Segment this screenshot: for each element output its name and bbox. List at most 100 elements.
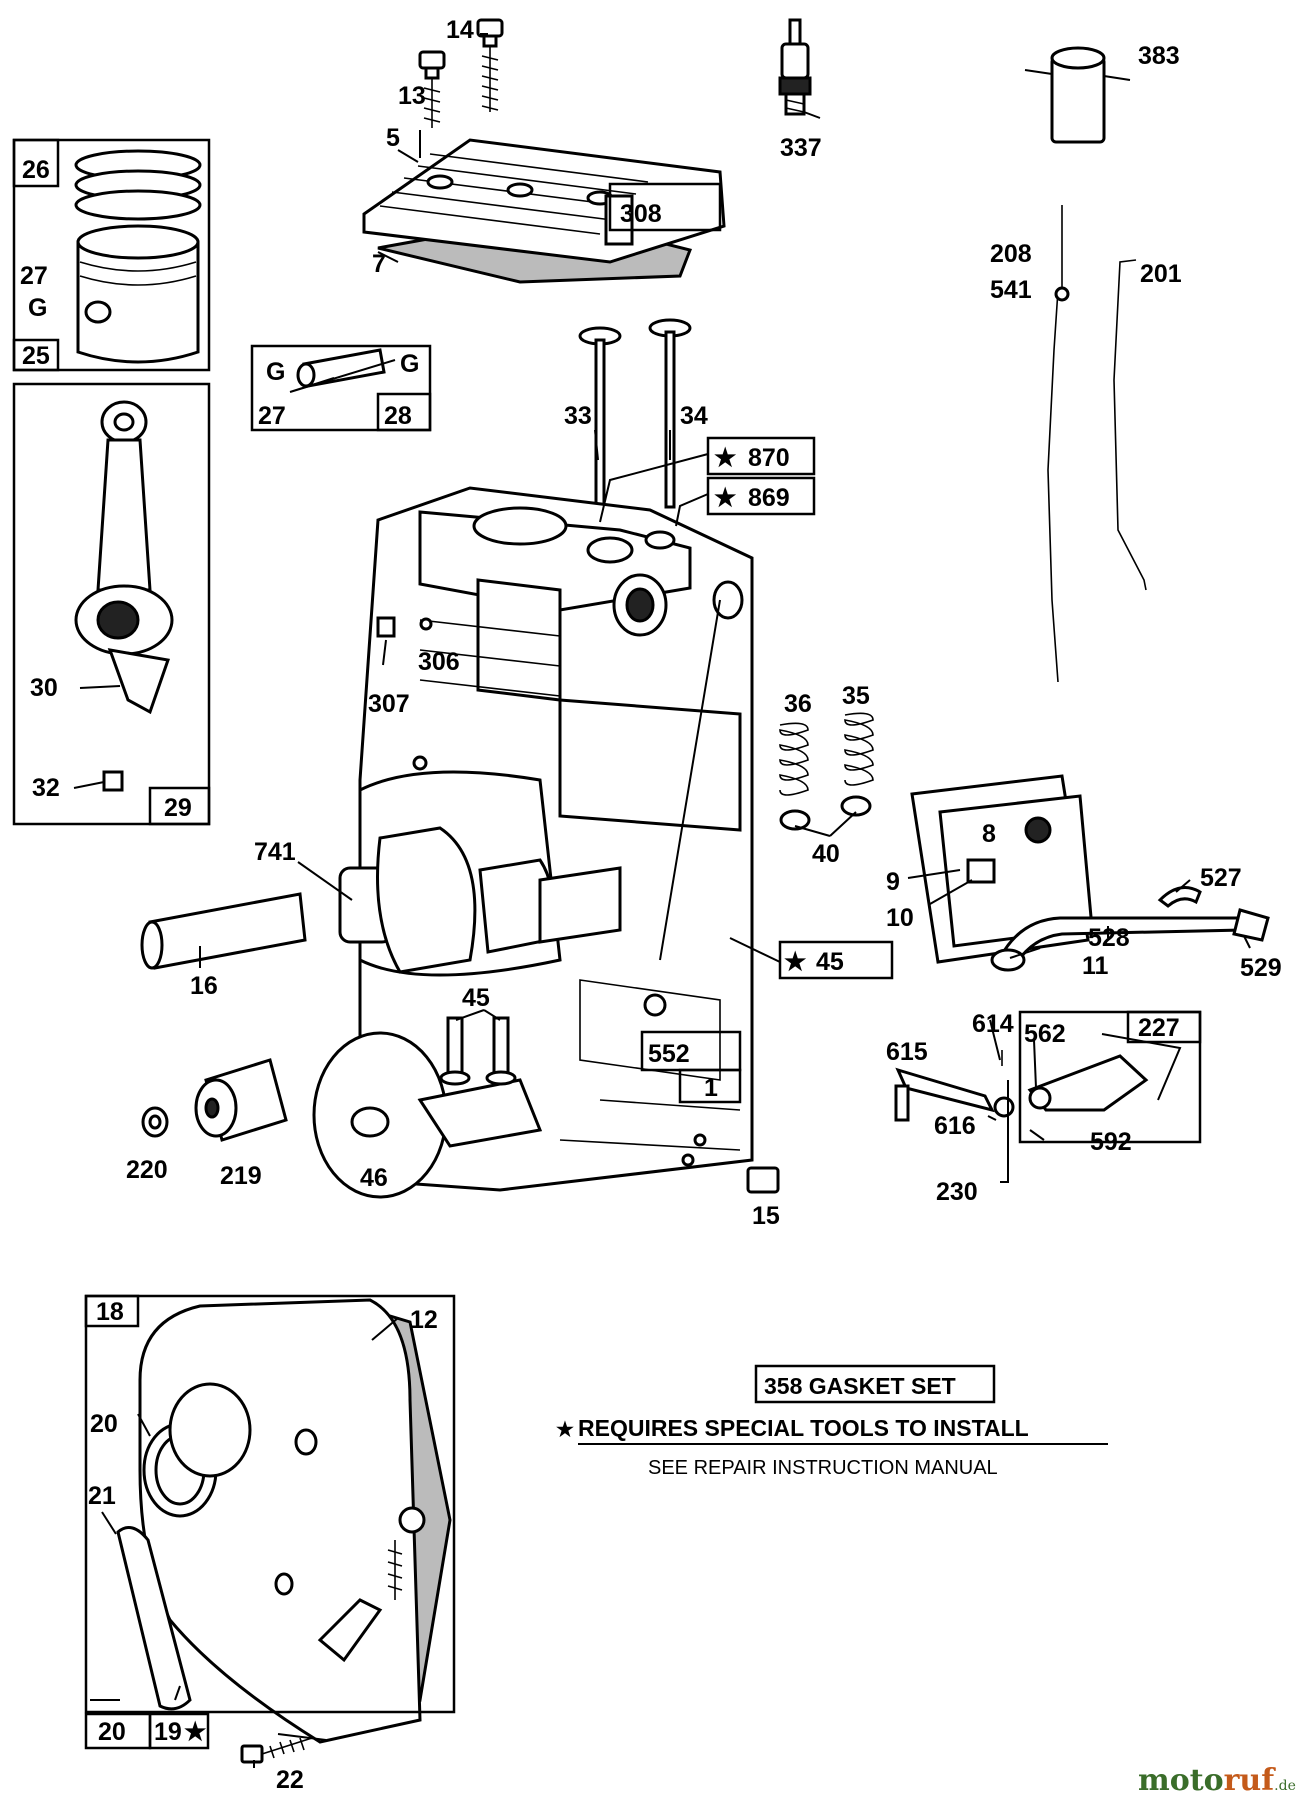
callout-11: 11	[1082, 952, 1109, 980]
special-tools-star: ★	[556, 1419, 574, 1441]
callout-18: 18	[96, 1298, 124, 1326]
special-tools-note: REQUIRES SPECIAL TOOLS TO INSTALL	[578, 1415, 1029, 1441]
valves-drawing	[578, 318, 692, 527]
callout-30: 30	[30, 674, 58, 702]
crankshaft-drawing	[140, 826, 622, 974]
screw-13-drawing	[418, 50, 446, 128]
callout-308: 308	[620, 200, 662, 228]
gasket-set-note: 358 GASKET SET	[764, 1373, 956, 1399]
callout-20-seal: 20	[90, 1410, 118, 1438]
callout-9: 9	[886, 868, 900, 896]
callout-201: 201	[1140, 260, 1182, 288]
callout-27-pin: 27	[258, 402, 286, 430]
callout-35: 35	[842, 682, 870, 710]
tappets-drawing	[439, 1016, 517, 1086]
callout-20-box: 20	[98, 1718, 126, 1746]
connecting-rod-drawing	[74, 400, 174, 792]
see-manual-note: SEE REPAIR INSTRUCTION MANUAL	[648, 1457, 998, 1479]
callout-220: 220	[126, 1156, 168, 1184]
callout-871: 45	[816, 948, 844, 976]
callout-45: 45	[462, 984, 490, 1012]
callout-741: 741	[254, 838, 296, 866]
callout-230: 230	[936, 1178, 978, 1206]
callout-26: 26	[22, 156, 50, 184]
governor-rod-drawing	[1113, 259, 1147, 591]
spark-plug-drawing	[778, 18, 812, 116]
flywheel-wrench-drawing	[1024, 46, 1131, 144]
callout-528: 528	[1088, 924, 1130, 952]
callout-g-pin-left: G	[266, 358, 285, 386]
drain-plug-drawing	[746, 1166, 780, 1194]
watermark: motoruf.de	[1138, 1763, 1296, 1798]
camshaft-gear-drawing	[312, 1031, 543, 1199]
callout-46: 46	[360, 1164, 388, 1192]
callout-870: 870	[748, 444, 790, 472]
callout-g-pin-right: G	[400, 350, 419, 378]
leader-lines	[73, 33, 1251, 1768]
callout-614: 614	[972, 1010, 1014, 1038]
callout-labels: 14 13 337 383 5 308 7 26 27 G 25 G G 27 …	[20, 16, 1282, 1794]
piston-drawing	[76, 224, 200, 364]
callout-32: 32	[32, 774, 60, 802]
callout-29: 29	[164, 794, 192, 822]
dipstick-drawing	[1047, 205, 1070, 683]
callout-25: 25	[22, 342, 50, 370]
star-869: ★	[714, 484, 737, 512]
watermark-part-a: moto	[1138, 1763, 1224, 1798]
callout-15: 15	[752, 1202, 780, 1230]
star-19: ★	[184, 1718, 207, 1746]
callout-g-piston: G	[28, 294, 47, 322]
watermark-suffix: .de	[1274, 1778, 1296, 1794]
callout-306: 306	[418, 648, 460, 676]
callout-21: 21	[88, 1482, 116, 1510]
callout-36: 36	[784, 690, 812, 718]
governor-lever-drawing	[894, 1050, 1149, 1122]
cover-screw-22-drawing	[240, 1737, 313, 1764]
callout-227: 227	[1138, 1014, 1180, 1042]
piston-pin-drawing	[296, 348, 386, 388]
group-frames	[12, 138, 1202, 1750]
valve-springs-drawing	[779, 712, 874, 831]
callout-552: 552	[648, 1040, 690, 1068]
callout-307: 307	[368, 690, 410, 718]
callout-27-piston: 27	[20, 262, 48, 290]
callout-337: 337	[780, 134, 822, 162]
head-bolt-307-drawing	[376, 616, 433, 638]
callout-529: 529	[1240, 954, 1282, 982]
star-871: ★	[784, 948, 807, 976]
callout-33: 33	[564, 402, 592, 430]
callout-592: 592	[1090, 1128, 1132, 1156]
callout-22: 22	[276, 1766, 304, 1794]
crankcase-cover-drawing	[116, 1298, 452, 1744]
callout-40: 40	[812, 840, 840, 868]
callout-10: 10	[886, 904, 914, 932]
washer-220-drawing	[141, 1106, 169, 1138]
notes-block: 358 GASKET SET ★ REQUIRES SPECIAL TOOLS …	[556, 1373, 1108, 1479]
callout-1: 1	[704, 1074, 718, 1102]
callout-12: 12	[410, 1306, 438, 1334]
watermark-part-b: ruf	[1224, 1763, 1277, 1798]
callout-527: 527	[1200, 864, 1242, 892]
callout-208: 208	[990, 240, 1032, 268]
callout-615: 615	[886, 1038, 928, 1066]
callout-5: 5	[386, 124, 400, 152]
callout-541: 541	[990, 276, 1032, 304]
piston-rings-drawing	[74, 149, 202, 221]
callout-16: 16	[190, 972, 218, 1000]
screw-14-drawing	[476, 18, 504, 112]
callout-13: 13	[398, 82, 426, 110]
callout-616: 616	[934, 1112, 976, 1140]
callout-34: 34	[680, 402, 708, 430]
breather-drawing	[910, 774, 1094, 964]
cylinder-head-drawing	[362, 138, 726, 284]
star-870: ★	[714, 444, 737, 472]
callout-28: 28	[384, 402, 412, 430]
watermark-text: motoruf.de	[1138, 1763, 1296, 1798]
callout-8: 8	[982, 820, 996, 848]
callout-7: 7	[372, 250, 386, 278]
callout-869: 869	[748, 484, 790, 512]
callout-562: 562	[1024, 1020, 1066, 1048]
gear-219-drawing	[194, 1058, 288, 1142]
